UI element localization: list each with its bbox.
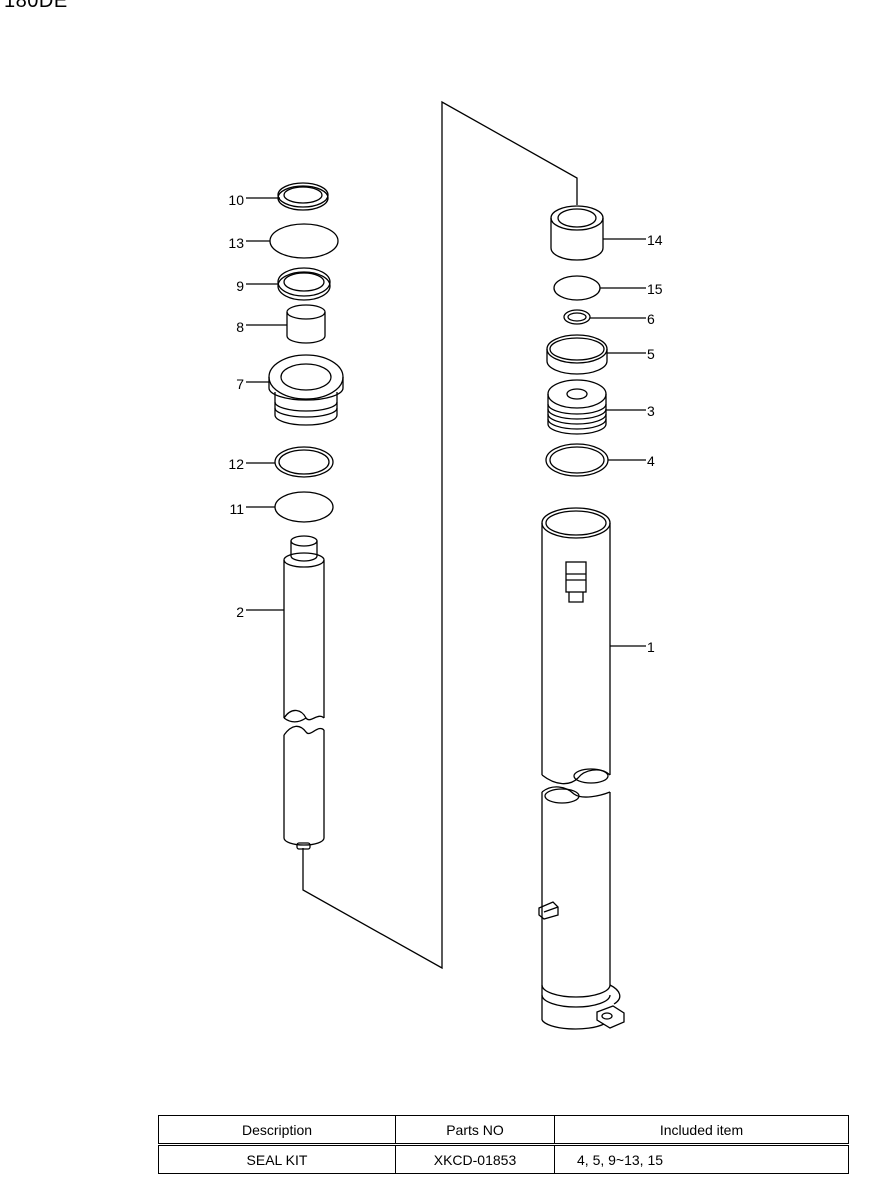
- part-14-bushing: [550, 205, 604, 261]
- part-10-ring: [277, 182, 329, 211]
- seal-kit-table: Description Parts NO Included item SEAL …: [158, 1115, 849, 1174]
- part-2-rod: [283, 535, 325, 850]
- callout-7: 7: [236, 376, 244, 392]
- callout-8: 8: [236, 319, 244, 335]
- exploded-parts-diagram: 10 13 9 8 7 12 11 2 14 15 6 5 3 4 1: [228, 100, 663, 1030]
- part-1-cylinder-tube: [538, 507, 625, 1030]
- callout-9: 9: [236, 278, 244, 294]
- callout-13: 13: [228, 235, 244, 251]
- callout-2: 2: [236, 604, 244, 620]
- part-8-bushing: [286, 304, 326, 344]
- part-11-o-ring: [274, 491, 334, 523]
- table-row: SEAL KIT XKCD-01853 4, 5, 9~13, 15: [158, 1144, 849, 1174]
- callout-6: 6: [647, 311, 655, 327]
- part-12-ring: [274, 446, 334, 478]
- table-header-row: Description Parts NO Included item: [158, 1115, 849, 1146]
- part-3-piston: [547, 379, 607, 435]
- callout-1: 1: [647, 639, 655, 655]
- part-4-ring: [545, 443, 609, 477]
- part-7-gland: [268, 354, 344, 426]
- callout-5: 5: [647, 346, 655, 362]
- header-description: Description: [158, 1115, 396, 1146]
- callout-3: 3: [647, 403, 655, 419]
- callout-10: 10: [228, 192, 244, 208]
- part-6-ring: [563, 309, 591, 325]
- callout-12: 12: [228, 456, 244, 472]
- leader-lines: [246, 197, 646, 647]
- header-included-item: Included item: [554, 1115, 849, 1146]
- callout-4: 4: [647, 453, 655, 469]
- cell-included-item: 4, 5, 9~13, 15: [554, 1144, 849, 1174]
- part-15-o-ring: [553, 275, 601, 301]
- callout-11: 11: [229, 501, 244, 517]
- cell-description: SEAL KIT: [158, 1144, 396, 1174]
- part-9-ring: [277, 267, 331, 301]
- part-5-ring: [546, 334, 608, 375]
- assembly-connector-line: [302, 100, 578, 970]
- callout-15: 15: [647, 281, 663, 297]
- cell-parts-no: XKCD-01853: [395, 1144, 555, 1174]
- page-title: 180DE: [4, 0, 68, 12]
- part-13-o-ring: [269, 223, 339, 259]
- callout-14: 14: [647, 232, 663, 248]
- header-parts-no: Parts NO: [395, 1115, 555, 1146]
